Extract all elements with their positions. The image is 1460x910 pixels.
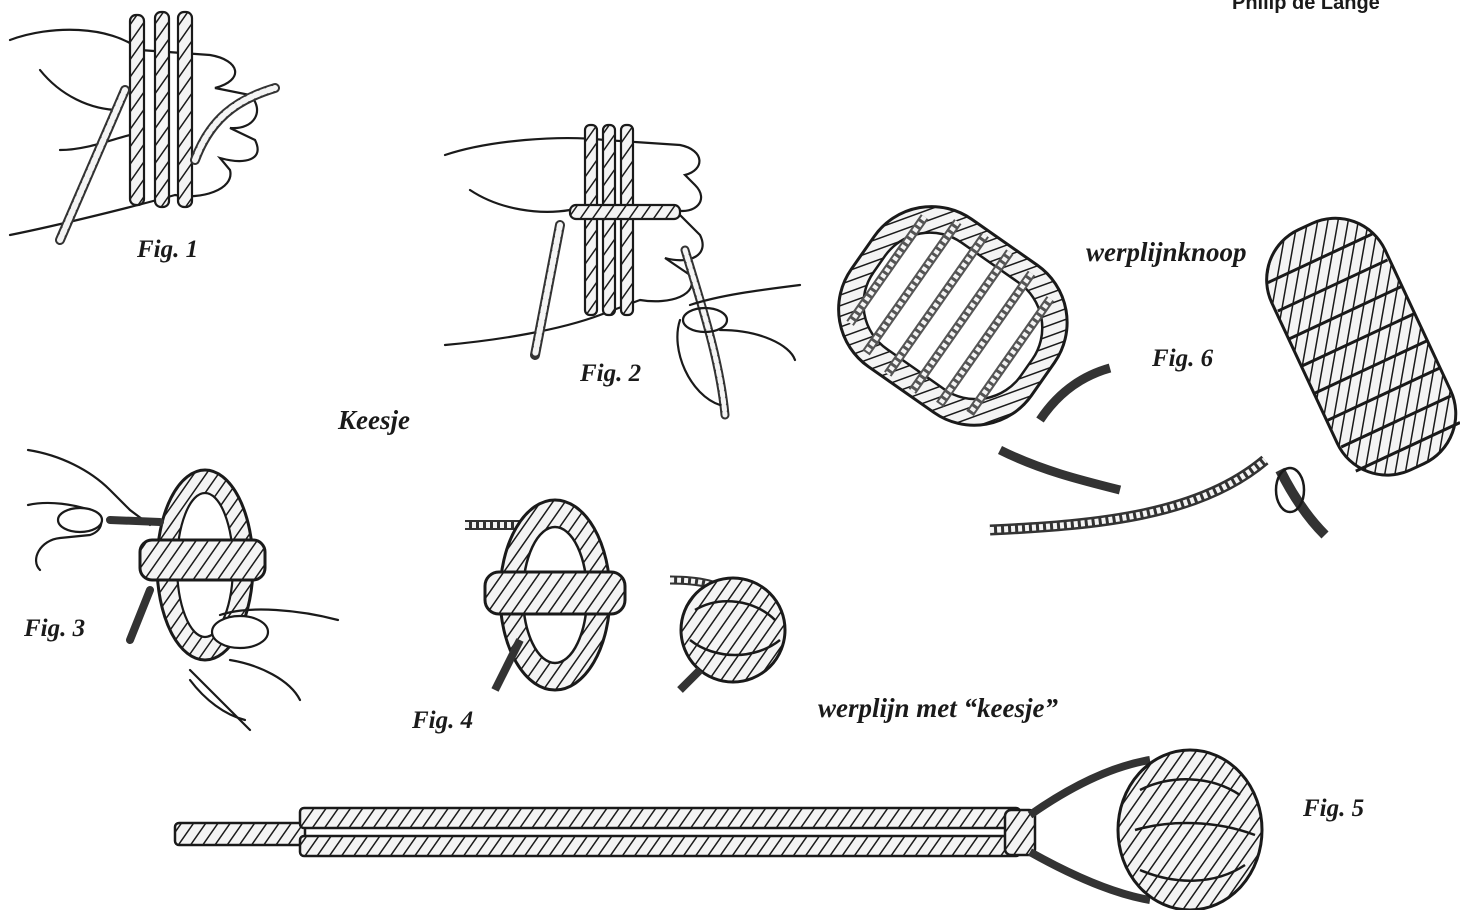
fig5-drawing: [175, 750, 1262, 910]
fig3-caption: Fig. 3: [24, 615, 85, 643]
keesje-title: Keesje: [338, 405, 410, 436]
fig6-drawing-left: [811, 179, 1120, 490]
fig1-caption: Fig. 1: [137, 236, 198, 264]
fig4-caption: Fig. 4: [412, 707, 473, 735]
werplijnknoop-title: werplijnknoop: [1086, 237, 1247, 268]
fig4-drawing: [465, 500, 785, 690]
fig3-drawing: [28, 450, 338, 730]
fig1-drawing: [10, 12, 275, 240]
werplijn-keesje-title: werplijn met “keesje”: [818, 693, 1058, 724]
fig6-caption: Fig. 6: [1152, 345, 1213, 373]
fig5-caption: Fig. 5: [1303, 795, 1364, 823]
fig2-caption: Fig. 2: [580, 360, 641, 388]
